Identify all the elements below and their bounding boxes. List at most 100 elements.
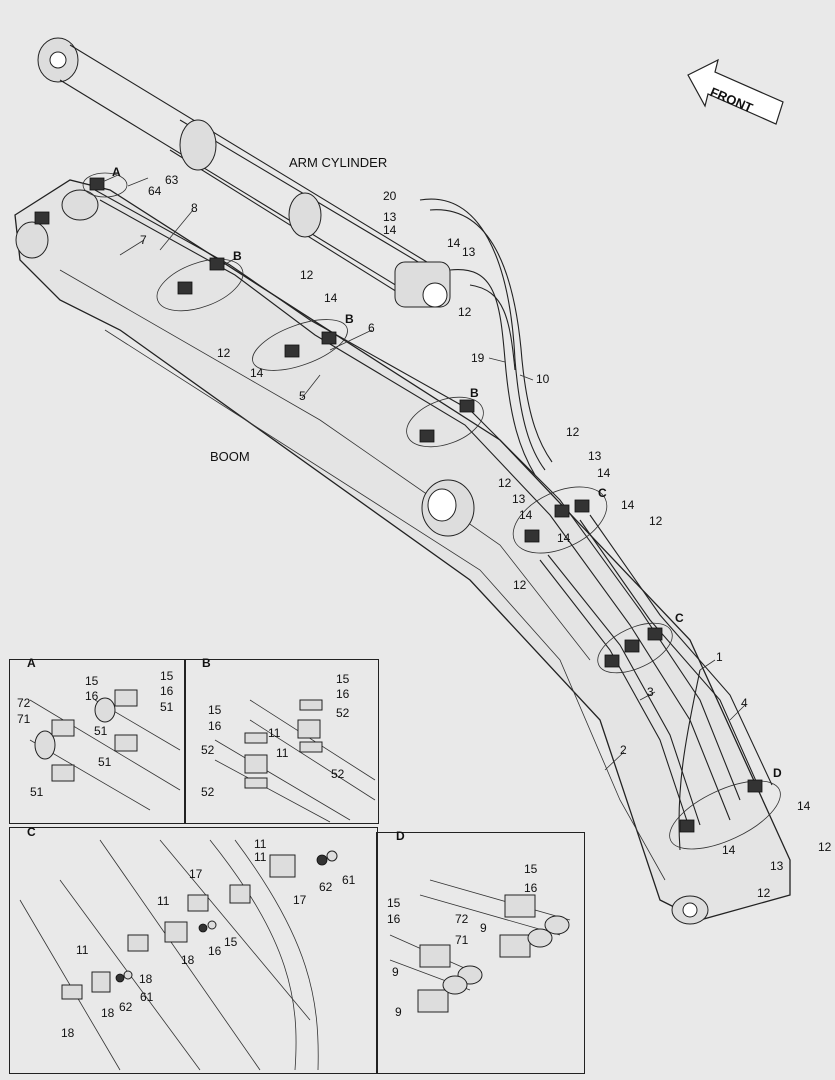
callout-label: 13 [383,210,397,224]
callout-label: 12 [818,840,832,854]
detail-panel-c-art [19,839,338,1071]
callout-label: 4 [741,696,748,710]
callout-label: A [112,165,121,179]
callout-label: 14 [250,366,264,380]
detail-markers [82,172,781,850]
panel-c-callout: 62 [319,880,333,894]
panel-c-callout: 11 [254,837,267,851]
callout-label: 13 [770,859,784,873]
panel-b-callout: 52 [331,767,345,781]
callout-label: C [598,486,607,500]
panel-d-callout: 16 [524,881,538,895]
panel-d-callout: 15 [387,896,401,910]
panel-b-callout: 52 [336,706,350,720]
panel-a-callout: 51 [160,700,174,714]
panel-c-callout: 18 [61,1026,75,1040]
callout-label: 14 [324,291,338,305]
panel-b-title: B [202,656,211,670]
panel-a-callout: 16 [160,684,174,698]
callout-label: 14 [447,236,461,250]
callout-label: 14 [621,498,635,512]
panel-d-callout: 9 [392,965,399,979]
panel-a-callout: 71 [17,712,31,726]
callout-label: 13 [588,449,602,463]
panel-a-callout: 72 [17,696,31,710]
callout-label: 12 [498,476,512,490]
panel-d-callout: 9 [395,1005,402,1019]
leader-lines [99,174,746,771]
callout-label: 14 [797,799,811,813]
panel-c-callout: 18 [181,953,195,967]
panel-b-callout: 52 [201,785,215,799]
callout-label: 19 [471,351,485,365]
callout-label: D [773,766,782,780]
callout-label: 14 [557,531,571,545]
front-arrow-icon [687,58,784,125]
panel-b-callout: 52 [201,743,215,757]
panel-a-callout: 51 [30,785,44,799]
panel-b-callout: 11 [276,746,289,760]
clamp-brackets [34,177,763,833]
panel-d-callout: 15 [524,862,538,876]
detail-panel-a [9,659,186,824]
callout-label: 63 [165,173,179,187]
panel-d-callout: 72 [455,912,469,926]
panel-c-callout: 61 [140,990,154,1004]
callout-label: B [470,386,479,400]
panel-a-callout: 15 [160,669,174,683]
arm-cylinder-label: ARM CYLINDER [289,155,388,170]
panel-d-callout: 71 [455,933,469,947]
boom-body-drawing [14,179,791,925]
panel-b-callout: 16 [208,719,222,733]
detail-panel-b [184,659,379,824]
panel-b-callout: 15 [336,672,350,686]
callout-label: 12 [513,578,527,592]
panel-b-callout: 11 [268,726,281,740]
detail-panel-b-art [214,699,376,823]
callout-label: 14 [383,223,397,237]
panel-c-title: C [27,825,36,839]
panel-a-callout: 15 [85,674,99,688]
panel-a-callout: 16 [85,689,99,703]
detail-panel-d-art [389,879,571,1013]
callout-label: 12 [458,305,472,319]
callout-label: 12 [757,886,771,900]
callout-label: 2 [620,743,627,757]
panel-d-callout: 16 [387,912,401,926]
callout-label: 6 [368,321,375,335]
callout-label: 64 [148,184,162,198]
callout-label: 13 [462,245,476,259]
callout-label: 1 [716,650,723,664]
panel-c-callout: 18 [139,972,153,986]
detail-panel-d [376,832,585,1074]
arm-cylinder-drawing [37,37,451,308]
callout-label: B [233,249,242,263]
callout-label: 5 [299,389,306,403]
panel-d-callout: 9 [480,921,487,935]
callout-label: 8 [191,201,198,215]
panel-b-callout: 16 [336,687,350,701]
panel-c-callout: 17 [189,867,203,881]
panel-a-title: A [27,656,36,670]
boom-label: BOOM [210,449,250,464]
callout-label: 20 [383,189,397,203]
callout-label: 14 [597,466,611,480]
callout-label: 14 [519,508,533,522]
panel-c-callout: 11 [157,894,170,908]
callout-label: 13 [512,492,526,506]
panel-a-callout: 51 [98,755,112,769]
callout-label: 3 [647,685,654,699]
panel-a-callout: 51 [94,724,108,738]
detail-panel-a-art [29,689,181,811]
callout-label: 12 [566,425,580,439]
callout-label: 12 [217,346,231,360]
panel-d-title: D [396,829,405,843]
callout-label: 12 [649,514,663,528]
panel-c-callout: 11 [76,943,89,957]
panel-c-callout: 11 [254,850,267,864]
panel-c-callout: 18 [101,1006,115,1020]
panel-b-callout: 15 [208,703,222,717]
callout-label: B [345,312,354,326]
